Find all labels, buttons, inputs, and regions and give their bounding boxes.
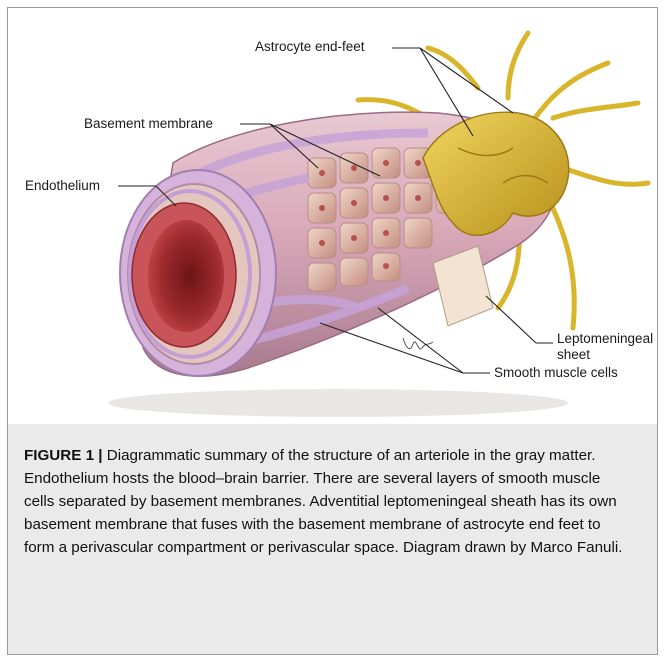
figure-caption: FIGURE 1 | Diagrammatic summary of the s…: [24, 444, 624, 559]
label-leptomeningeal-sheet-line1: Leptomeningeal: [557, 331, 653, 347]
caption-text: Diagrammatic summary of the structure of…: [24, 447, 622, 556]
label-smooth-muscle-cells: Smooth muscle cells: [494, 365, 618, 381]
figure-frame: Astrocyte end-feet Basement membrane End…: [7, 7, 658, 655]
caption-box: FIGURE 1 | Diagrammatic summary of the s…: [8, 424, 657, 654]
label-endothelium: Endothelium: [25, 178, 100, 194]
label-astrocyte-end-feet: Astrocyte end-feet: [255, 39, 365, 55]
label-basement-membrane: Basement membrane: [84, 116, 213, 132]
vessel-lumen: [148, 220, 224, 332]
label-leptomeningeal-sheet-line2: sheet: [557, 347, 590, 363]
shadow: [108, 389, 568, 417]
figure-label: FIGURE 1 |: [24, 447, 103, 464]
